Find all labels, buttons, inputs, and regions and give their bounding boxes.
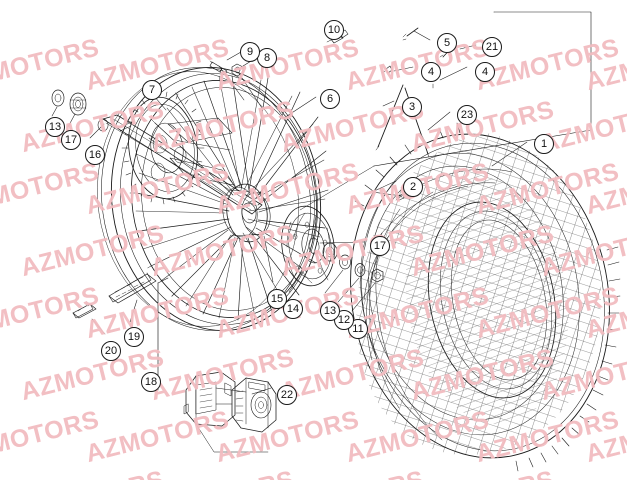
washer-part-12 (354, 263, 366, 277)
callout-bearing-seal[interactable]: 13 (320, 301, 340, 321)
callout-bearing-seal[interactable]: 13 (45, 117, 65, 137)
callout-bearing[interactable]: 17 (61, 130, 81, 150)
callout-wheel-axle[interactable]: 16 (85, 145, 105, 165)
brake-caliper-part-22 (183, 371, 277, 453)
callout-brake-disc[interactable]: 14 (283, 299, 303, 319)
callout-brake-caliper[interactable]: 22 (277, 385, 297, 405)
bearing-left-part-17 (69, 92, 87, 116)
callout-spoke-short[interactable]: 5 (437, 33, 457, 53)
callout-brake-pad[interactable]: 19 (124, 327, 144, 347)
callout-wheel-hub[interactable]: 15 (267, 289, 287, 309)
callout-rear-sprocket[interactable]: 7 (142, 80, 162, 100)
disc-bolt-part-2 (395, 193, 405, 201)
callout-spoke-medium[interactable]: 23 (457, 105, 477, 125)
seal-right-part-13 (339, 254, 351, 270)
brake-pad-clip-part-20 (72, 303, 97, 319)
nut-part-8 (231, 63, 244, 77)
callout-spoke-long[interactable]: 3 (402, 97, 422, 117)
callout-spoke-nipple[interactable]: 4 (421, 62, 441, 82)
spoke-5 (406, 27, 419, 37)
callout-wheel-rim[interactable]: 6 (320, 89, 340, 109)
callout-washer[interactable]: 12 (334, 310, 354, 330)
callout-nut[interactable]: 8 (257, 48, 277, 68)
nut-part-11 (371, 268, 384, 283)
wheel-rim-part-6 (97, 67, 329, 331)
brake-disc-part-14 (281, 205, 335, 287)
callout-bearing[interactable]: 17 (370, 236, 390, 256)
tire-part-1 (350, 122, 621, 472)
seal-left-part-13 (51, 89, 65, 107)
sprocket-part-7 (121, 91, 235, 205)
bolt-part-9 (209, 60, 228, 76)
callout-spoke-nipple[interactable]: 4 (475, 62, 495, 82)
brake-pad-part-19 (108, 272, 157, 304)
callout-spoke-nipple-alt[interactable]: 21 (482, 37, 502, 57)
callout-valve-stem[interactable]: 10 (324, 20, 344, 40)
spoke-3 (377, 84, 404, 148)
callout-tire[interactable]: 1 (534, 134, 554, 154)
axle-part-16 (97, 114, 263, 215)
callout-brake-pad-set[interactable]: 18 (141, 372, 161, 392)
callout-brake-pad-clip[interactable]: 20 (101, 341, 121, 361)
callout-bolt[interactable]: 9 (240, 42, 260, 62)
callout-brake-disc-bolt[interactable]: 2 (403, 177, 423, 197)
